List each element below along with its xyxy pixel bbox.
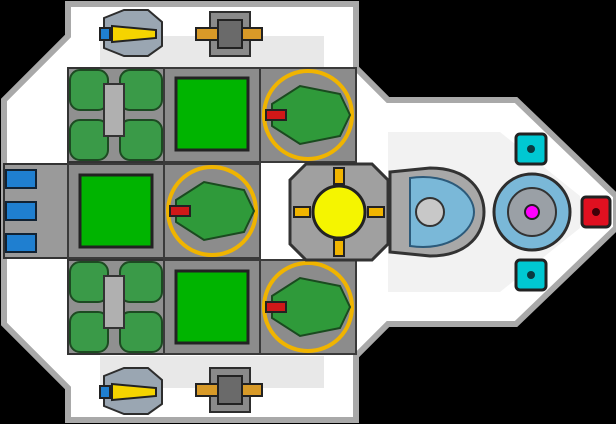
laser-turret-upper[interactable] (259, 67, 357, 163)
laser-turret-center[interactable] (163, 163, 261, 259)
cargo-bay-upper[interactable] (163, 67, 261, 163)
fuel-tank-lower[interactable] (67, 259, 165, 355)
autocannon-top[interactable] (195, 11, 263, 57)
autocannon-bottom[interactable] (195, 367, 263, 413)
sensor-top[interactable] (514, 132, 548, 166)
laser-turret-lower[interactable] (259, 259, 357, 355)
thruster-bank[interactable] (3, 163, 69, 259)
missile-launcher-top[interactable] (99, 9, 163, 57)
fuel-tank-upper[interactable] (67, 67, 165, 163)
reactor-core[interactable] (288, 162, 390, 262)
cockpit[interactable] (388, 166, 486, 258)
sensor-bottom[interactable] (514, 258, 548, 292)
missile-launcher-bottom[interactable] (99, 367, 163, 415)
cargo-bay-lower[interactable] (163, 259, 261, 355)
sensor-front[interactable] (580, 195, 612, 229)
gyroscope[interactable] (492, 172, 572, 252)
cargo-bay-middle[interactable] (67, 163, 165, 259)
